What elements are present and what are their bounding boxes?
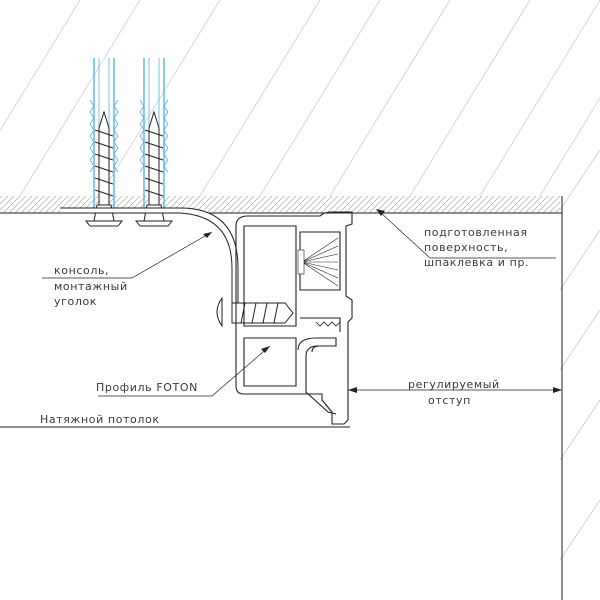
arrow-profile	[261, 346, 270, 353]
slab-hatch	[0, 0, 600, 196]
svg-text:уголок: уголок	[54, 295, 97, 308]
wall-hatch	[559, 149, 600, 561]
svg-text:поверхность,: поверхность,	[424, 241, 508, 254]
svg-text:отступ: отступ	[428, 394, 471, 407]
console-label: консоль, монтажный уголок	[54, 264, 128, 308]
svg-text:регулируемый: регулируемый	[408, 378, 500, 391]
svg-text:консоль,: консоль,	[54, 264, 109, 277]
surface-label: подготовленная поверхность, шпаклевка и …	[424, 226, 529, 269]
ceiling-label: Натяжной потолок	[40, 413, 160, 426]
bracket-screw-head	[216, 296, 223, 328]
svg-text:подготовленная: подготовленная	[424, 226, 528, 239]
profile-foton	[235, 211, 353, 425]
offset-label: регулируемый отступ	[408, 378, 500, 407]
leader-lines	[42, 211, 562, 397]
svg-text:шпаклевка и пр.: шпаклевка и пр.	[424, 256, 529, 269]
arrow-offset-right	[553, 387, 562, 393]
profile-label: Профиль FOTON	[96, 381, 198, 394]
svg-text:монтажный: монтажный	[54, 280, 128, 293]
bracket-screw	[231, 302, 294, 324]
led-fan	[297, 237, 339, 287]
arrow-surface	[376, 209, 385, 216]
arrow-offset-left	[348, 387, 357, 393]
clamp-teeth	[315, 321, 341, 327]
arrow-console	[203, 232, 212, 238]
